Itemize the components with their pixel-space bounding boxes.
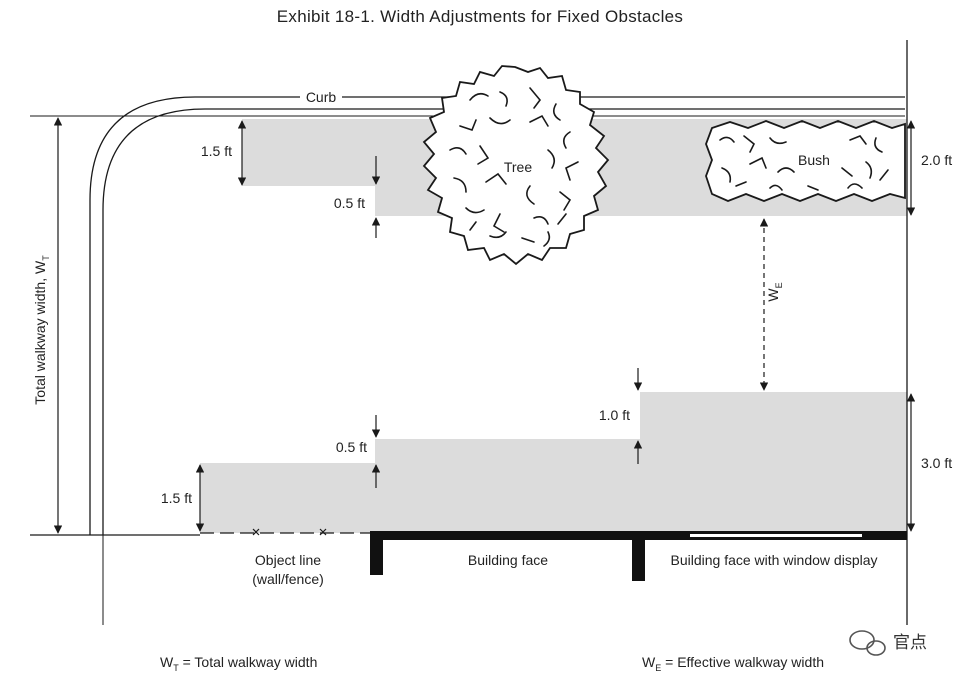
bush-icon — [705, 120, 906, 202]
building-face-walls — [370, 531, 907, 581]
building-face-window-label: Building face with window display — [671, 552, 878, 568]
tree-clearance-label: 1.5 ft — [201, 143, 232, 159]
watermark: 官点 — [849, 630, 927, 656]
object-line-label: Object line — [255, 552, 321, 568]
watermark-text: 官点 — [893, 633, 927, 652]
wall-clearance-label: 1.5 ft — [161, 490, 192, 506]
tree-label: Tree — [504, 159, 532, 175]
effective-width-label: WE — [765, 282, 784, 301]
curb-label-backing — [300, 90, 342, 104]
object-line-sublabel: (wall/fence) — [252, 571, 324, 587]
legend-effective-width: WE = Effective walkway width — [642, 654, 824, 673]
bush-label: Bush — [798, 152, 830, 168]
bush-depth-label: 2.0 ft — [921, 152, 952, 168]
legend-total-width: WT = Total walkway width — [160, 654, 317, 673]
chat-bubble-icon — [849, 630, 886, 656]
building-face-zone — [375, 439, 640, 533]
building-step-label: 1.0 ft — [599, 407, 630, 423]
building-face-label: Building face — [468, 552, 548, 568]
wall-zone — [200, 463, 375, 533]
exhibit-title: Exhibit 18-1. Width Adjustments for Fixe… — [277, 7, 683, 26]
building-offset-label: 0.5 ft — [336, 439, 367, 455]
window-display-label: 3.0 ft — [921, 455, 952, 471]
curb-label: Curb — [306, 89, 337, 105]
window-display-zone — [640, 392, 907, 533]
object-line — [200, 528, 375, 536]
tree-icon — [422, 65, 610, 266]
total-width-label: Total walkway width, WT — [32, 255, 51, 405]
tree-offset-label: 0.5 ft — [334, 195, 365, 211]
